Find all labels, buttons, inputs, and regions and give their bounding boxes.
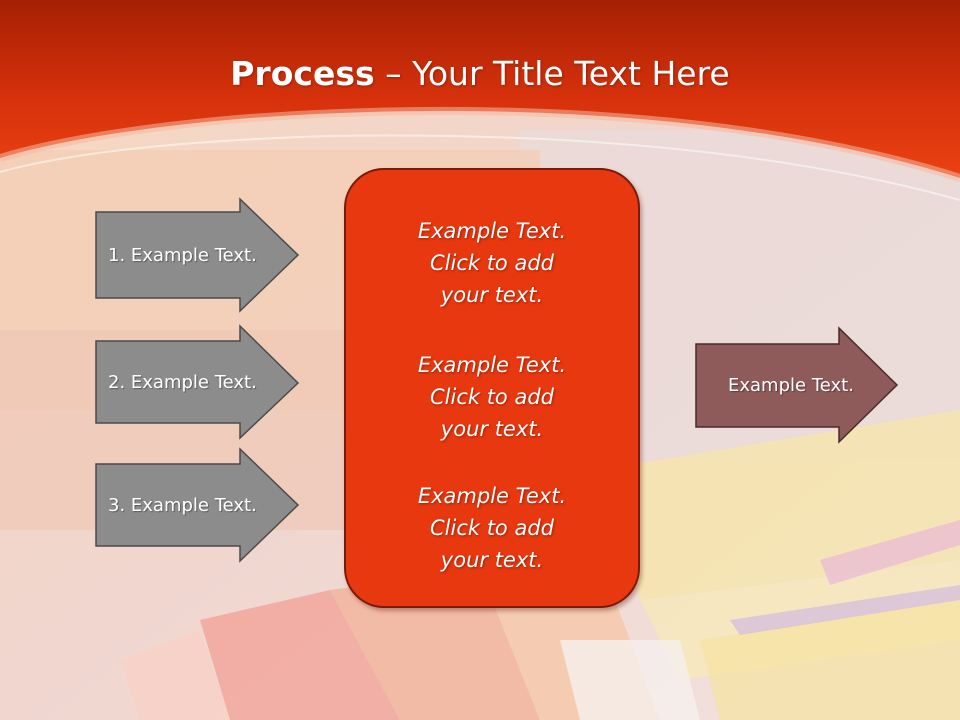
center-text-line: Click to add (429, 251, 554, 275)
left-arrow-3[interactable]: 3. Example Text. (95, 447, 300, 563)
title-rest: – Your Title Text Here (374, 54, 730, 93)
arrow-shape (95, 447, 300, 563)
arrow-label: Example Text. (728, 375, 854, 396)
arrow-shape (95, 324, 300, 440)
center-text-line: your text. (440, 283, 544, 307)
center-text-line: Example Text. (417, 353, 567, 377)
center-text-block-2: Example Text. Click to add your text. (346, 349, 638, 445)
center-text-box[interactable]: Example Text. Click to add your text. Ex… (344, 168, 640, 608)
arrow-label: 1. Example Text. (108, 245, 257, 266)
center-text-line: Example Text. (417, 219, 567, 243)
arrow-shape (95, 197, 300, 313)
slide-title: Process – Your Title Text Here (0, 50, 960, 98)
center-text-line: Click to add (429, 516, 554, 540)
center-text-block-1: Example Text. Click to add your text. (346, 215, 638, 311)
left-arrow-2[interactable]: 2. Example Text. (95, 324, 300, 440)
center-text-line: Example Text. (417, 484, 567, 508)
left-arrow-1[interactable]: 1. Example Text. (95, 197, 300, 313)
title-bold: Process (230, 54, 375, 93)
arrow-label: 3. Example Text. (108, 495, 257, 516)
center-text-block-3: Example Text. Click to add your text. (346, 480, 638, 576)
arrow-label: 2. Example Text. (108, 372, 257, 393)
right-arrow[interactable]: Example Text. (695, 326, 900, 444)
center-text-line: Click to add (429, 385, 554, 409)
arrow-shape (695, 326, 899, 444)
center-text-line: your text. (440, 417, 544, 441)
center-text-line: your text. (440, 548, 544, 572)
